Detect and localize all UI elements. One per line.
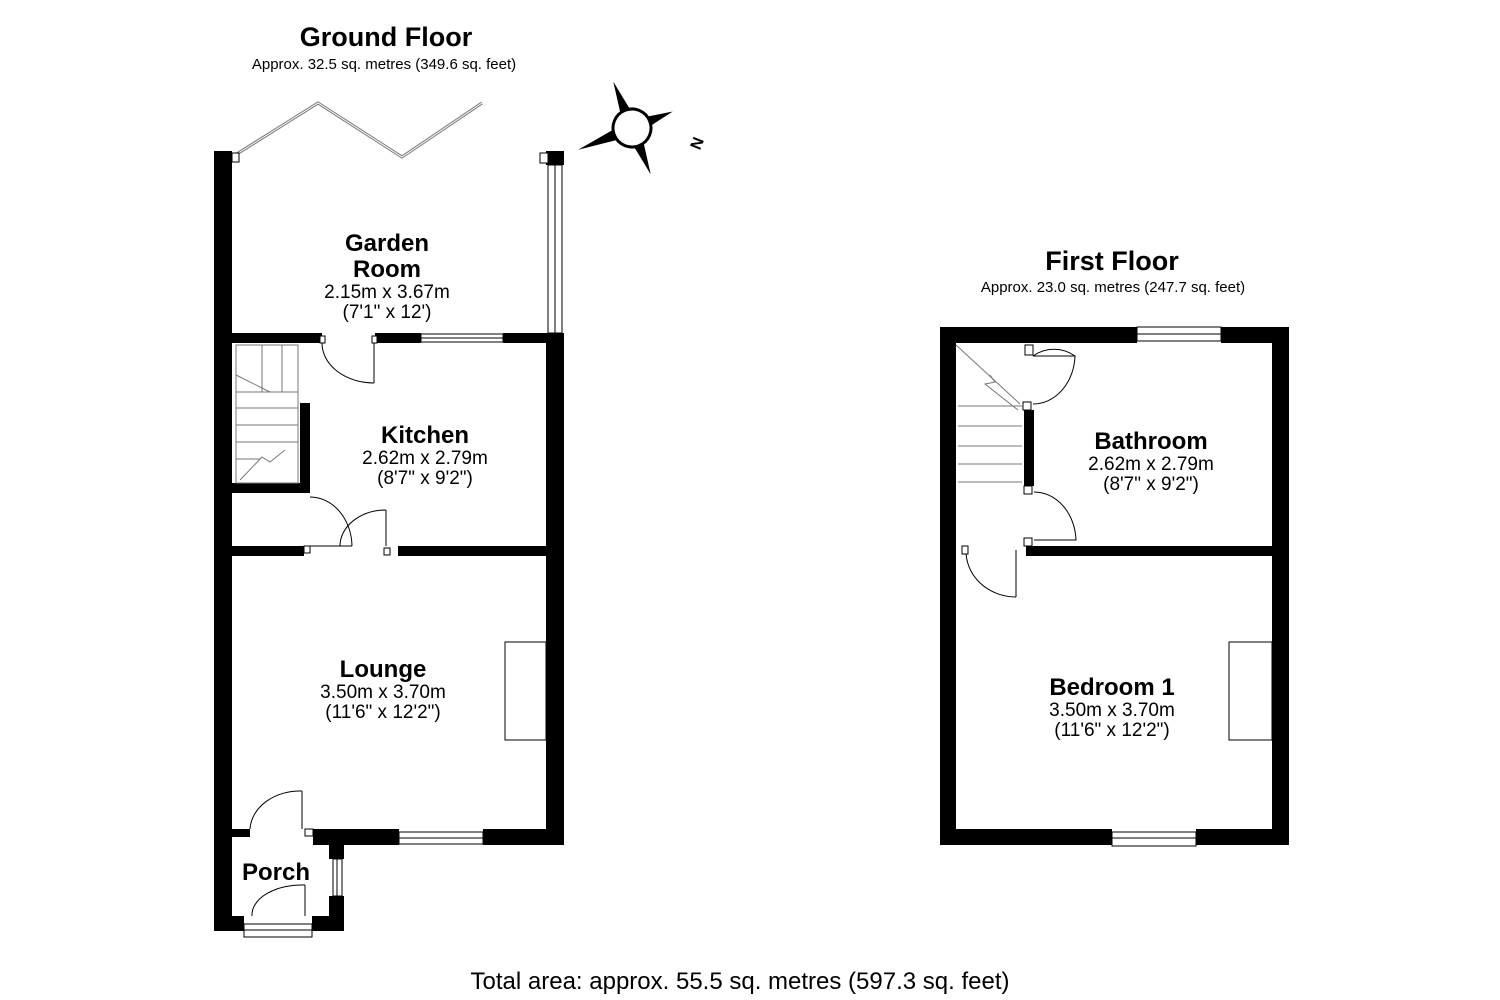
room-metric: 3.50m x 3.70m bbox=[1049, 699, 1175, 721]
room-imperial: (11'6" x 12'2") bbox=[325, 702, 441, 724]
room-name: Bedroom 1 bbox=[1049, 674, 1175, 701]
ground-floor-area: Approx. 32.5 sq. metres (349.6 sq. feet) bbox=[251, 56, 517, 73]
room-name: Garden bbox=[344, 230, 430, 257]
room-name: Bathroom bbox=[1094, 428, 1208, 455]
room-metric: 3.50m x 3.70m bbox=[320, 681, 446, 703]
room-bedroom-1: Bedroom 1 3.50m x 3.70m (11'6" x 12'2") bbox=[1012, 675, 1212, 742]
first-floor-area: Approx. 23.0 sq. metres (247.7 sq. feet) bbox=[980, 279, 1246, 296]
room-metric: 2.62m x 2.79m bbox=[362, 447, 488, 469]
room-bathroom: Bathroom 2.62m x 2.79m (8'7" x 9'2") bbox=[1051, 429, 1251, 496]
room-imperial: (8'7" x 9'2") bbox=[1103, 474, 1199, 496]
room-porch: Porch bbox=[226, 860, 326, 886]
room-lounge: Lounge 3.50m x 3.70m (11'6" x 12'2") bbox=[283, 657, 483, 724]
compass-icon bbox=[578, 81, 673, 175]
room-name: Porch bbox=[241, 859, 310, 886]
ground-floor-walls bbox=[214, 151, 564, 931]
total-area: Total area: approx. 55.5 sq. metres (597… bbox=[470, 968, 1010, 995]
room-metric: 2.15m x 3.67m bbox=[324, 281, 450, 303]
first-floor-title: First Floor bbox=[1045, 246, 1179, 276]
room-name: Lounge bbox=[339, 656, 427, 683]
room-imperial: (8'7" x 9'2") bbox=[377, 468, 473, 490]
room-kitchen: Kitchen 2.62m x 2.79m (8'7" x 9'2") bbox=[325, 423, 525, 490]
room-garden-room: Garden Room 2.15m x 3.67m (7'1" x 12') bbox=[287, 231, 487, 324]
room-name: Kitchen bbox=[380, 422, 469, 449]
first-floor-walls bbox=[940, 327, 1289, 845]
first-floor-fixtures bbox=[955, 326, 1273, 847]
room-metric: 2.62m x 2.79m bbox=[1088, 453, 1214, 475]
compass-north-label: N bbox=[688, 135, 708, 152]
room-imperial: (11'6" x 12'2") bbox=[1054, 720, 1170, 742]
room-imperial: (7'1" x 12') bbox=[342, 302, 432, 324]
room-name-line2: Room bbox=[353, 255, 421, 283]
ground-floor-fixtures bbox=[231, 101, 563, 938]
ground-floor-title: Ground Floor bbox=[299, 22, 473, 52]
